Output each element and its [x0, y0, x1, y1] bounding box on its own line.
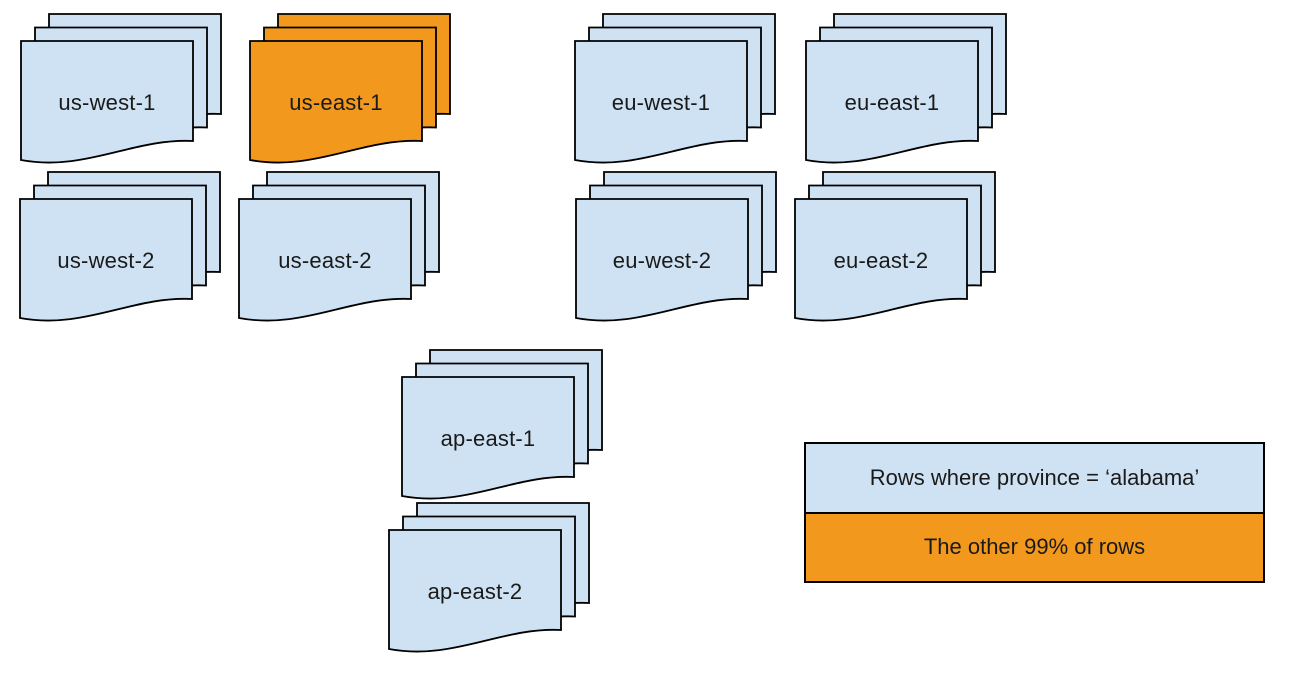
- document-stack-icon: [794, 171, 996, 322]
- doc-stack-eu-west-2: eu-west-2: [575, 171, 777, 324]
- doc-stack-ap-east-2: ap-east-2: [388, 502, 590, 655]
- legend-row-alabama: Rows where province = ‘alabama’: [806, 444, 1263, 512]
- doc-stack-eu-east-2: eu-east-2: [794, 171, 996, 324]
- document-stack-icon: [401, 349, 603, 500]
- doc-stack-eu-east-1: eu-east-1: [805, 13, 1007, 166]
- legend-label-other: The other 99% of rows: [923, 534, 1146, 560]
- document-stack-icon: [19, 171, 221, 322]
- document-stack-icon: [388, 502, 590, 653]
- legend-label-alabama: Rows where province = ‘alabama’: [869, 464, 1200, 490]
- document-stack-icon: [575, 171, 777, 322]
- document-stack-icon: [20, 13, 222, 164]
- legend: Rows where province = ‘alabama’ The othe…: [804, 442, 1265, 583]
- doc-stack-us-west-2: us-west-2: [19, 171, 221, 324]
- document-stack-icon: [574, 13, 776, 164]
- doc-stack-us-west-1: us-west-1: [20, 13, 222, 166]
- doc-stack-us-east-1: us-east-1: [249, 13, 451, 166]
- doc-stack-eu-west-1: eu-west-1: [574, 13, 776, 166]
- document-stack-icon: [249, 13, 451, 164]
- document-stack-icon: [238, 171, 440, 322]
- doc-stack-ap-east-1: ap-east-1: [401, 349, 603, 502]
- document-stack-icon: [805, 13, 1007, 164]
- doc-stack-us-east-2: us-east-2: [238, 171, 440, 324]
- legend-row-other: The other 99% of rows: [806, 511, 1263, 581]
